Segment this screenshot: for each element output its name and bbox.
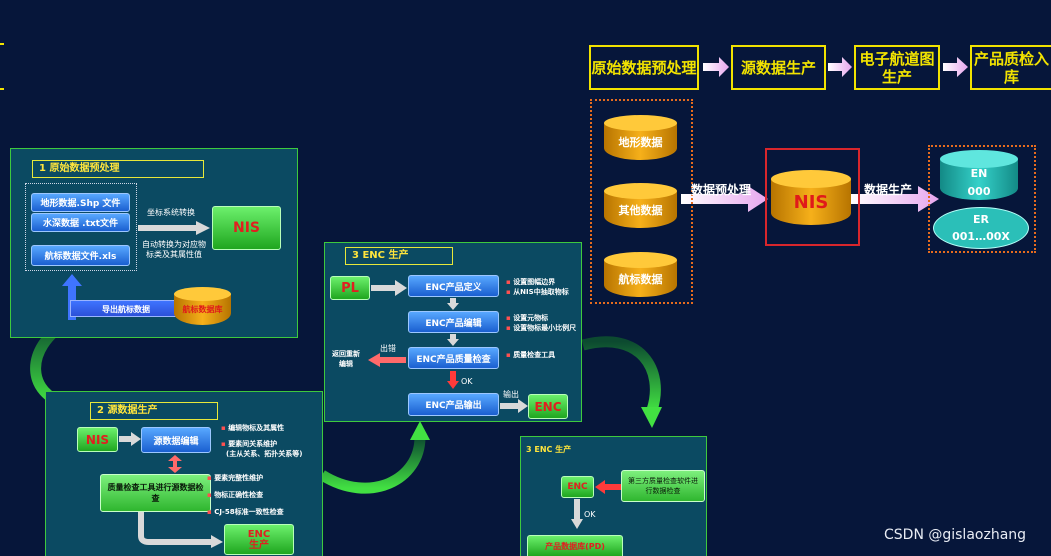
flow-arrow-2	[828, 57, 852, 77]
enc-production-box: ENC 生产	[224, 524, 294, 555]
output-arrow	[500, 399, 528, 413]
export-up-arrow	[62, 274, 82, 320]
panel-enc-check-title: 3 ENC 生产	[526, 445, 572, 454]
qc-note-2: ▪ 物标正确性检查	[207, 491, 264, 499]
cylinder-en-000: EN 000	[940, 150, 1018, 200]
enc-to-db-arrow	[571, 499, 583, 529]
cylinder-nis: NIS	[771, 170, 851, 225]
coord-convert-label: 坐标系统转换	[147, 208, 195, 217]
file-aids-xls: 航标数据文件.xls	[31, 245, 130, 266]
return-edit-label: 返回重新编辑	[332, 350, 360, 368]
third-party-check-box: 第三方质量检查软件进行数据检查	[621, 470, 705, 502]
qc-note-3: ▪ CJ-58标准一致性检查	[207, 508, 284, 516]
panel-preprocess-title: 1 原始数据预处理	[32, 160, 204, 178]
nis-target-box: NIS	[212, 206, 281, 250]
qc-note-1: ▪ 要素完整性维护	[207, 474, 264, 482]
product-database-box: 产品数据库(PD)	[527, 535, 623, 556]
enc-define-box: ENC产品定义	[408, 275, 499, 297]
enc-output-target: ENC	[528, 394, 568, 419]
nis-frame	[765, 148, 860, 246]
cylinder-other-data: 其他数据	[604, 183, 677, 228]
production-arrow-label: 数据生产	[864, 183, 913, 197]
def-to-edit-arrow	[447, 298, 459, 310]
preprocess-arrow-label: 数据预处理	[691, 183, 752, 197]
export-aids-label: 导出航标数据	[102, 305, 150, 314]
aids-database-cylinder: 航标数据库	[174, 287, 231, 325]
enc-edit-box: ENC产品编辑	[408, 311, 499, 333]
qc-ok-down-arrow	[447, 371, 459, 389]
edit-qc-double-arrow	[168, 455, 182, 473]
enc-output-box: ENC产品输出	[408, 393, 499, 416]
flow-step-source-data: 源数据生产	[731, 45, 826, 90]
ok-label: OK	[461, 377, 473, 386]
auto-convert-label: 自动转换为对应物标类及其属性值	[142, 240, 206, 259]
pl-input-box: PL	[330, 276, 370, 300]
flow-step-enc-production: 电子航道图生产	[854, 45, 940, 90]
edit-note-3: (主从关系、拓扑关系等)	[226, 450, 303, 458]
ellipse-er-001: ER 001…00X	[933, 207, 1029, 249]
flow-arrow-3	[943, 57, 968, 77]
edit-note-b: ▪ 设置物标最小比例尺	[506, 324, 577, 332]
error-label: 出错	[380, 344, 396, 353]
curve-arrow-3-to-4	[581, 336, 662, 428]
edge-mark-top	[0, 43, 4, 45]
panel-enc-production-title: 3 ENC 生产	[345, 247, 453, 265]
edit-to-qc-arrow	[447, 334, 459, 346]
enc-qc-box: ENC产品质量检查	[408, 347, 499, 369]
output-label: 输出	[503, 390, 519, 399]
file-depth-txt: 水深数据 .txt文件	[31, 213, 130, 232]
nis-input-box: NIS	[77, 427, 118, 452]
enc-check-box: ENC	[561, 476, 594, 498]
qc-note-a: ▪ 质量检查工具	[506, 351, 556, 359]
source-data-group	[590, 99, 693, 304]
cylinder-terrain-data: 地形数据	[604, 115, 677, 160]
nis-to-edit-arrow	[119, 432, 141, 446]
def-note-2: ▪ 从NIS中抽取物标	[506, 288, 569, 296]
error-return-arrow	[368, 353, 406, 367]
production-arrow	[851, 186, 939, 212]
flow-step-qc-storage: 产品质检入库	[970, 45, 1051, 90]
output-data-group	[928, 145, 1036, 253]
curve-arrow-2-to-3	[319, 421, 430, 494]
edit-note-1: ▪ 编辑物标及其属性	[221, 424, 285, 432]
edit-note-2: ▪ 要素间关系维护	[221, 440, 278, 448]
watermark-text: CSDN @gislaozhang	[884, 527, 1027, 543]
file-terrain-shp: 地形数据.Shp 文件	[31, 193, 130, 212]
flow-step-preprocess: 原始数据预处理	[589, 45, 699, 90]
panel4-ok-label: OK	[584, 510, 596, 519]
preprocess-arrow	[681, 186, 768, 212]
cylinder-aids-data: 航标数据	[604, 252, 677, 297]
check-to-enc-arrow	[595, 480, 621, 494]
source-edit-box: 源数据编辑	[141, 427, 211, 453]
def-note-1: ▪ 设置图幅边界	[506, 278, 556, 286]
qc-to-enc-arrow	[138, 512, 223, 548]
pl-to-def-arrow	[371, 280, 407, 296]
flow-arrow-1	[703, 57, 729, 77]
edit-note-a: ▪ 设置元物标	[506, 314, 549, 322]
panel-source-data-title: 2 源数据生产	[90, 402, 218, 420]
edge-mark-bottom	[0, 88, 4, 90]
file-list-frame	[25, 183, 137, 271]
convert-arrow	[138, 221, 210, 235]
qc-tool-box: 质量检查工具进行源数据检查	[100, 474, 211, 512]
